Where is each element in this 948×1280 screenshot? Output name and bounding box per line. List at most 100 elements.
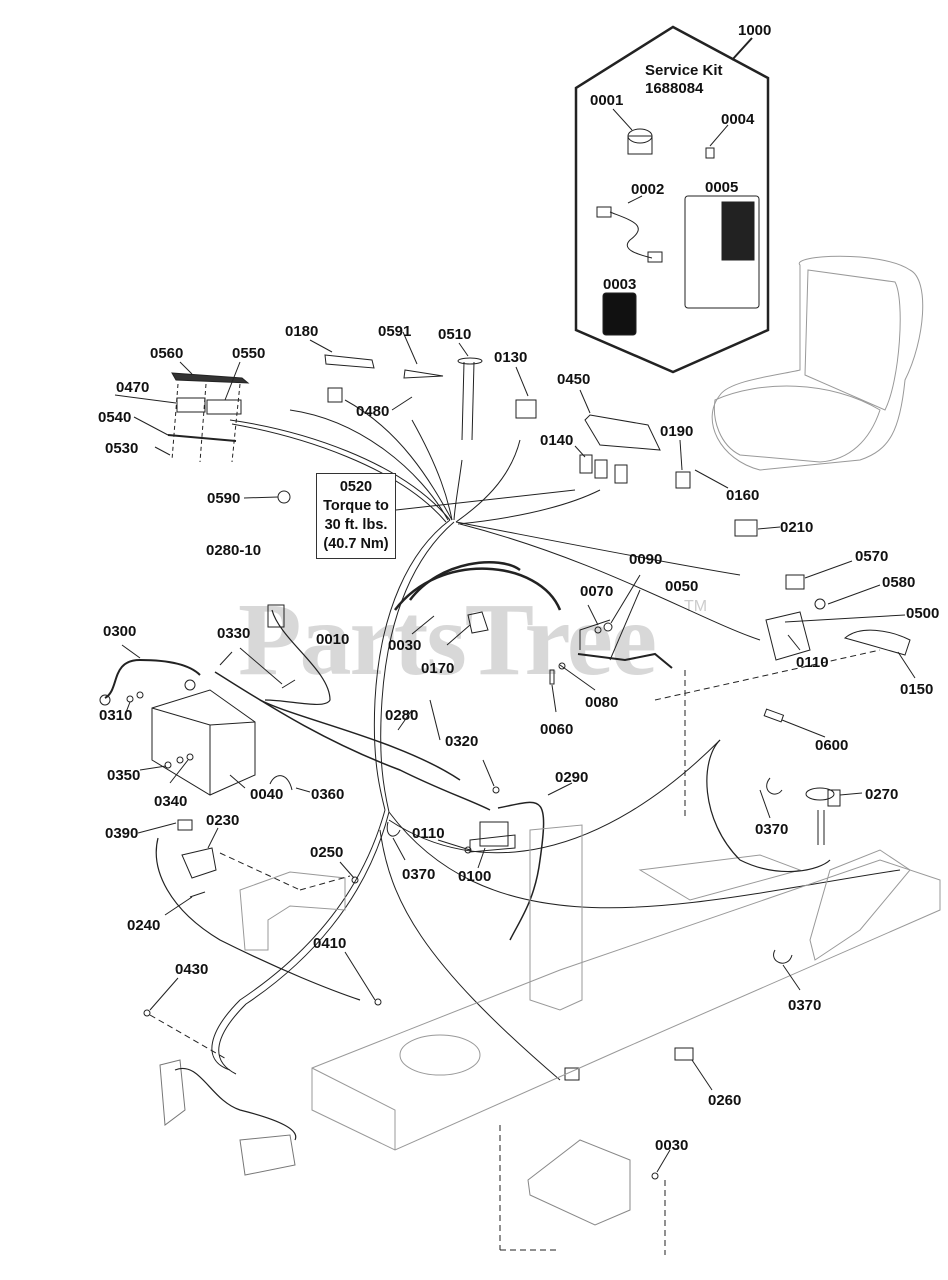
callout-0110-solenoid[interactable]: 0110 (412, 825, 445, 842)
part-0005-decal (684, 195, 760, 309)
callout-0080[interactable]: 0080 (585, 694, 619, 711)
part-0004-clip (705, 124, 729, 159)
callout-0310[interactable]: 0310 (99, 707, 133, 724)
callout-0140[interactable]: 0140 (540, 432, 574, 449)
callout-0370-mid[interactable]: 0370 (402, 866, 436, 883)
service-kit-title: Service Kit 1688084 (645, 62, 723, 98)
callout-0280-10[interactable]: 0280-10 (206, 542, 262, 559)
callout-0370-bottom[interactable]: 0370 (788, 997, 822, 1014)
torque-note-part: 0520 (339, 479, 373, 495)
mower-deck-bracket (239, 871, 346, 951)
part-0360-elbow (269, 775, 311, 793)
callout-0240[interactable]: 0240 (127, 917, 161, 934)
callout-0570[interactable]: 0570 (855, 548, 889, 565)
part-0470-light (176, 397, 206, 413)
callout-0370-right[interactable]: 0370 (755, 821, 789, 838)
torque-note-0520[interactable]: 0520 Torque to 30 ft. lbs. (40.7 Nm) (316, 473, 396, 559)
callout-0270[interactable]: 0270 (865, 786, 899, 803)
part-0600-pin (763, 708, 826, 738)
seat (711, 255, 924, 471)
part-0370-clip-b (766, 777, 783, 795)
callout-0550[interactable]: 0550 (232, 345, 266, 362)
callout-0004[interactable]: 0004 (721, 111, 755, 128)
part-0002-jumper-wire (596, 195, 663, 263)
callout-0005[interactable]: 0005 (705, 179, 739, 196)
callout-0030-bottom[interactable]: 0030 (655, 1137, 689, 1154)
callout-0591[interactable]: 0591 (378, 323, 412, 340)
part-0040-battery (151, 689, 256, 796)
part-0150-handle (843, 629, 916, 679)
callout-0190[interactable]: 0190 (660, 423, 694, 440)
part-0500-module (765, 611, 906, 661)
callout-0600[interactable]: 0600 (815, 737, 849, 754)
part-0190-0160-switch (675, 439, 729, 489)
callout-0390[interactable]: 0390 (105, 825, 139, 842)
callout-0001[interactable]: 0001 (590, 92, 624, 109)
callout-0480[interactable]: 0480 (356, 403, 390, 420)
callout-0090[interactable]: 0090 (629, 551, 663, 568)
callout-0320[interactable]: 0320 (445, 733, 479, 750)
callout-0590[interactable]: 0590 (207, 490, 241, 507)
part-0290-cable (497, 782, 573, 941)
callout-0290[interactable]: 0290 (555, 769, 589, 786)
callout-0070[interactable]: 0070 (580, 583, 614, 600)
callout-0410[interactable]: 0410 (313, 935, 347, 952)
part-0570-connector (785, 560, 853, 590)
callout-0003[interactable]: 0003 (603, 276, 637, 293)
part-0230-bracket (181, 827, 219, 879)
part-0050-rod (577, 589, 673, 669)
callout-0030-top[interactable]: 0030 (388, 637, 422, 654)
callout-0040[interactable]: 0040 (250, 786, 284, 803)
callout-0580[interactable]: 0580 (882, 574, 916, 591)
part-0180-pto-knob (309, 339, 375, 403)
callout-0130[interactable]: 0130 (494, 349, 528, 366)
part-0260-switch (674, 1047, 713, 1091)
callout-0430[interactable]: 0430 (175, 961, 209, 978)
callout-0230[interactable]: 0230 (206, 812, 240, 829)
callout-0360[interactable]: 0360 (311, 786, 345, 803)
callout-0110-module[interactable]: 0110 (796, 654, 829, 671)
callout-0350[interactable]: 0350 (107, 767, 141, 784)
torque-note-line3: (40.7 Nm) (323, 536, 389, 552)
callout-0260[interactable]: 0260 (708, 1092, 742, 1109)
callout-0450[interactable]: 0450 (557, 371, 591, 388)
callout-0170[interactable]: 0170 (421, 660, 455, 677)
callout-0500[interactable]: 0500 (906, 605, 940, 622)
service-kit-name: Service Kit (645, 62, 723, 79)
callout-0280[interactable]: 0280 (385, 707, 419, 724)
callout-0002[interactable]: 0002 (631, 181, 665, 198)
callout-0300[interactable]: 0300 (103, 623, 137, 640)
part-0003-decal (602, 292, 637, 336)
part-0210-key (734, 519, 781, 537)
part-0001-ignition-switch (612, 108, 653, 155)
part-0300-cable (104, 644, 201, 699)
service-kit-number: 1688084 (645, 80, 704, 97)
part-0550-light (206, 399, 242, 415)
part-0030-screw (651, 1149, 671, 1180)
callout-0050[interactable]: 0050 (665, 578, 699, 595)
callout-0150[interactable]: 0150 (900, 681, 934, 698)
callout-0250[interactable]: 0250 (310, 844, 344, 861)
part-0560-bezel (171, 372, 250, 384)
callout-0530[interactable]: 0530 (105, 440, 139, 457)
callout-0100[interactable]: 0100 (458, 868, 492, 885)
callout-0060[interactable]: 0060 (540, 721, 574, 738)
part-0370-clip-c (773, 949, 793, 964)
part-0540-bracket (167, 434, 237, 442)
callout-0180[interactable]: 0180 (285, 323, 319, 340)
tractor-frame (311, 824, 941, 1151)
part-0240-screw (164, 891, 206, 916)
callout-0210[interactable]: 0210 (780, 519, 814, 536)
service-kit-outline (574, 25, 770, 374)
callout-0340[interactable]: 0340 (154, 793, 188, 810)
callout-0470[interactable]: 0470 (116, 379, 150, 396)
callout-0330[interactable]: 0330 (217, 625, 251, 642)
callout-0160[interactable]: 0160 (726, 487, 760, 504)
callout-0560[interactable]: 0560 (150, 345, 184, 362)
callout-0510[interactable]: 0510 (438, 326, 472, 343)
callout-0010[interactable]: 0010 (316, 631, 350, 648)
callout-0540[interactable]: 0540 (98, 409, 132, 426)
callout-1000[interactable]: 1000 (738, 22, 772, 39)
part-0580-plug (814, 584, 881, 610)
